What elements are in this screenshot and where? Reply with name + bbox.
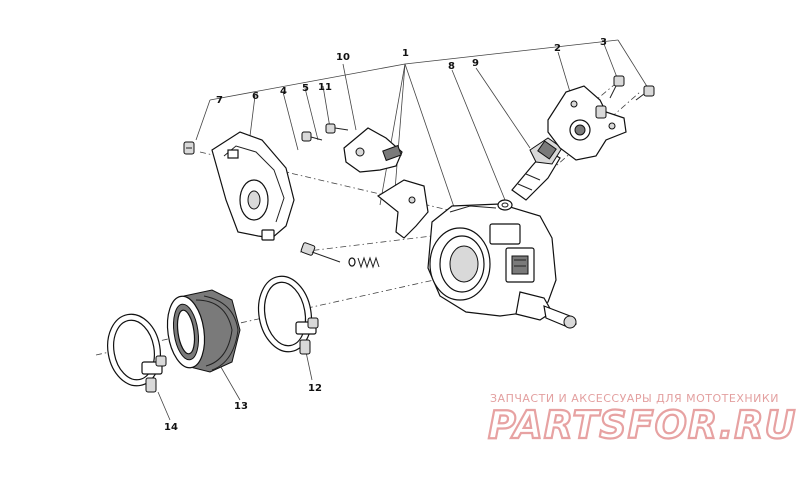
- callout-4: 4: [280, 86, 287, 97]
- part-12-clamp: [257, 275, 319, 355]
- part-13-intake-sleeve: [166, 289, 241, 373]
- callout-10: 10: [336, 52, 350, 63]
- callout-11: 11: [318, 82, 332, 93]
- part-11-screws: [301, 123, 349, 142]
- part-1-bracket: [376, 179, 429, 239]
- part-14-clamp: [107, 313, 167, 393]
- callout-2: 2: [554, 43, 561, 54]
- callout-13: 13: [234, 401, 248, 412]
- callout-12: 12: [308, 383, 322, 394]
- part-4-bolt: [300, 242, 341, 263]
- part-8-injector: [511, 137, 563, 201]
- callout-5: 5: [302, 83, 309, 94]
- watermark-tagline: ЗАПЧАСТИ И АКСЕССУАРЫ ДЛЯ МОТОТЕХНИКИ: [490, 392, 779, 405]
- callout-1: 1: [402, 48, 409, 59]
- callout-numbers: 1 2 3 4 5 6 7 8 9 10 11 12 13 14: [164, 37, 607, 433]
- part-2-fuel-rail: [547, 85, 627, 161]
- callout-8: 8: [448, 61, 455, 72]
- part-5-spring: [348, 256, 380, 269]
- callout-9: 9: [472, 58, 479, 69]
- callout-7: 7: [216, 95, 223, 106]
- callout-3: 3: [600, 37, 607, 48]
- part-6-cover: [211, 131, 295, 241]
- callout-6: 6: [252, 91, 259, 102]
- part-1-throttle-body: [427, 203, 577, 329]
- part-7-screw: [183, 141, 195, 155]
- callout-14: 14: [164, 422, 178, 433]
- callout-leader-lines: [157, 39, 649, 421]
- watermark-brand-logo: PARTSFOR.RU: [488, 403, 796, 447]
- part-3-screws: [609, 75, 655, 101]
- watermark: ЗАПЧАСТИ И АКСЕССУАРЫ ДЛЯ МОТОТЕХНИКИ PA…: [487, 392, 797, 448]
- part-9-o-ring: [497, 199, 513, 211]
- part-10-sensor: [343, 127, 403, 173]
